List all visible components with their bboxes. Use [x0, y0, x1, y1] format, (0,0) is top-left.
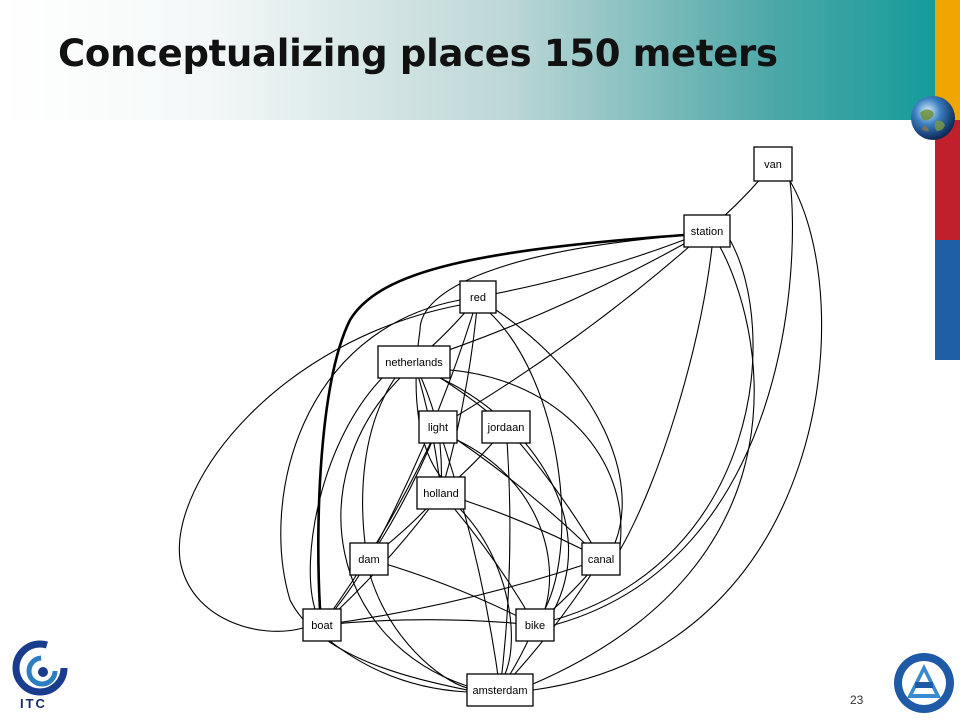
node-amsterdam: amsterdam	[466, 673, 534, 707]
edge-netherlands-canal	[449, 369, 622, 546]
edge-red-holland	[440, 296, 479, 494]
edge-red-canal	[495, 309, 623, 544]
page-number: 23	[850, 693, 864, 707]
node-label-van: van	[764, 159, 782, 171]
node-label-boat: boat	[311, 620, 332, 632]
node-bike: bike	[515, 608, 555, 642]
node-label-light: light	[428, 422, 448, 434]
edge-van-bike	[553, 180, 793, 626]
edge-light-bike	[456, 439, 551, 610]
edge-red-bike	[489, 312, 563, 610]
edge-station-canal	[619, 246, 713, 551]
edge-station-bike	[553, 239, 754, 621]
edge-boat-amsterdam	[329, 640, 468, 693]
edge-station-netherlands	[413, 230, 708, 363]
edge-jordaan-canal	[505, 426, 602, 560]
edge-holland-bike	[440, 492, 536, 626]
node-box-amsterdam	[466, 673, 534, 707]
node-box-canal	[581, 542, 621, 576]
edge-dam-amsterdam	[369, 574, 468, 689]
node-box-red	[459, 280, 497, 314]
node-box-netherlands	[377, 345, 451, 379]
edge-netherlands-dam	[362, 377, 396, 544]
node-label-netherlands: netherlands	[385, 357, 443, 369]
node-label-amsterdam: amsterdam	[472, 685, 527, 697]
node-box-station	[683, 214, 731, 248]
edge-station-amsterdam	[532, 246, 755, 685]
edge-station-boat	[317, 233, 685, 610]
edge-station-red	[477, 230, 708, 298]
slide-title: Conceptualizing places 150 meters	[58, 32, 778, 75]
title-banner	[0, 0, 935, 120]
edge-netherlands-amsterdam	[340, 377, 468, 687]
node-label-jordaan: jordaan	[487, 422, 525, 434]
edge-netherlands-bike	[439, 377, 570, 611]
globe-icon	[911, 96, 955, 140]
node-van: van	[753, 146, 793, 182]
node-jordaan: jordaan	[481, 410, 531, 444]
node-label-dam: dam	[358, 554, 379, 566]
node-dam: dam	[349, 542, 389, 576]
itc-logo-text: ITC	[20, 696, 47, 711]
node-label-station: station	[691, 226, 723, 238]
edge-jordaan-amsterdam	[499, 426, 511, 691]
edge-light-amsterdam	[437, 426, 501, 691]
edge-boat-bike	[321, 619, 536, 626]
node-label-red: red	[470, 292, 486, 304]
edge-van-amsterdam	[532, 180, 823, 691]
node-box-jordaan	[481, 410, 531, 444]
node-box-holland	[416, 476, 466, 510]
edge-canal-boat	[321, 558, 602, 626]
accent-stripe-blue	[935, 240, 960, 360]
edge-light-boat	[321, 426, 439, 626]
node-netherlands: netherlands	[377, 345, 451, 379]
edge-holland-amsterdam	[459, 508, 512, 675]
itc-logo	[12, 640, 68, 696]
node-label-bike: bike	[525, 620, 545, 632]
accent-stripe-red	[935, 120, 960, 240]
edge-station-light	[437, 230, 708, 428]
node-box-boat	[302, 608, 342, 642]
node-holland: holland	[416, 476, 466, 510]
node-box-dam	[349, 542, 389, 576]
node-box-light	[418, 410, 458, 444]
node-station: station	[683, 214, 731, 248]
node-box-van	[753, 146, 793, 182]
edge-red-amsterdam	[280, 299, 468, 691]
node-label-holland: holland	[423, 488, 458, 500]
node-red: red	[459, 280, 497, 314]
node-box-bike	[515, 608, 555, 642]
edge-netherlands-boat	[309, 374, 386, 610]
node-canal: canal	[581, 542, 621, 576]
edge-red-boat	[178, 304, 461, 632]
node-label-canal: canal	[588, 554, 614, 566]
university-seal	[894, 653, 954, 713]
node-light: light	[418, 410, 458, 444]
node-boat: boat	[302, 608, 342, 642]
